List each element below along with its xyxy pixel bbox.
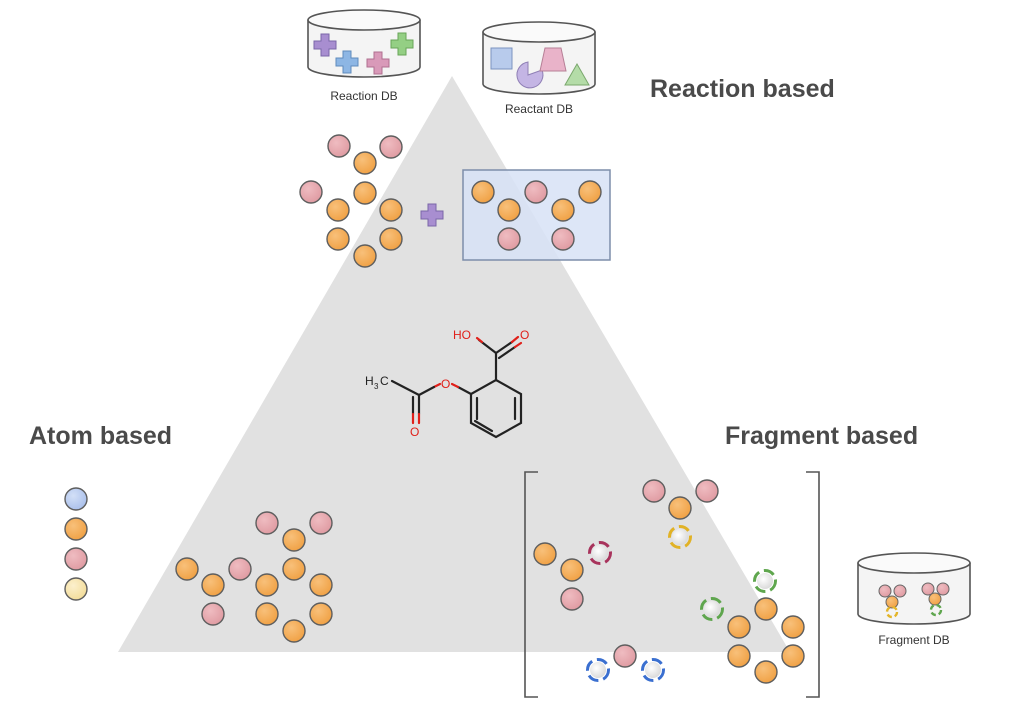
atom-icon	[727, 644, 751, 668]
reactant-db: Reactant DB	[482, 21, 596, 116]
atom-icon	[497, 198, 521, 222]
reaction-db-label: Reaction DB	[330, 89, 397, 103]
attachment-point-icon	[700, 597, 724, 621]
atom-icon	[228, 557, 252, 581]
atom-icon	[885, 595, 899, 609]
reaction-based-label: Reaction based	[650, 75, 835, 103]
fragment-db: Fragment DB	[857, 552, 971, 647]
plus-icon	[420, 203, 444, 227]
triangle-icon	[564, 62, 590, 86]
atom-icon	[282, 619, 306, 643]
atom-icon	[309, 511, 333, 535]
atom-icon	[379, 227, 403, 251]
atom-icon	[282, 528, 306, 552]
plus-icon	[335, 50, 359, 74]
fragment-based-label: Fragment based	[725, 422, 918, 450]
hydroxyl-label: HO	[453, 328, 471, 342]
atom-icon	[282, 557, 306, 581]
fragment-bracket-right	[806, 471, 820, 698]
ester-carbonyl-oxygen-label: O	[410, 425, 419, 439]
atom-icon	[695, 479, 719, 503]
methyl-subscript-label: 3	[374, 382, 379, 391]
atom-icon	[64, 577, 88, 601]
methyl-c-label: C	[380, 374, 389, 388]
square-icon	[490, 47, 513, 70]
atom-icon	[533, 542, 557, 566]
fragment-bracket-left	[524, 471, 538, 698]
plus-icon	[390, 32, 414, 56]
atom-icon	[353, 181, 377, 205]
pacman-icon	[516, 61, 544, 89]
atom-icon	[299, 180, 323, 204]
atom-icon	[928, 592, 942, 606]
aspirin-structure: HO O O O H 3 C	[365, 328, 529, 439]
atom-icon	[64, 547, 88, 571]
atom-icon	[560, 587, 584, 611]
atom-icon	[613, 644, 637, 668]
atom-icon	[353, 244, 377, 268]
atom-icon	[379, 198, 403, 222]
attachment-point-icon	[588, 541, 612, 565]
atom-icon	[255, 602, 279, 626]
atom-icon	[379, 135, 403, 159]
trapezoid-icon	[539, 47, 567, 72]
atom-icon	[201, 573, 225, 597]
atom-icon	[255, 511, 279, 535]
atom-icon	[551, 198, 575, 222]
design-space-triangle	[118, 76, 790, 652]
atom-icon	[936, 582, 950, 596]
atom-icon	[781, 615, 805, 639]
plus-icon	[366, 51, 390, 75]
attachment-point-icon	[929, 603, 943, 617]
atom-icon	[524, 180, 548, 204]
attachment-point-icon	[753, 569, 777, 593]
atom-icon	[878, 584, 892, 598]
atom-icon	[471, 180, 495, 204]
atom-icon	[754, 597, 778, 621]
reactant-db-label: Reactant DB	[505, 102, 573, 116]
database-icon	[857, 563, 971, 625]
acid-carbonyl-oxygen-label: O	[520, 328, 529, 342]
atom-icon	[64, 487, 88, 511]
atom-icon	[309, 573, 333, 597]
plus-icon	[313, 33, 337, 57]
atom-icon	[309, 602, 333, 626]
atom-icon	[327, 134, 351, 158]
atom-icon	[175, 557, 199, 581]
atom-icon	[255, 573, 279, 597]
atom-icon	[560, 558, 584, 582]
atom-icon	[551, 227, 575, 251]
atom-icon	[893, 584, 907, 598]
fragment-db-label: Fragment DB	[878, 633, 949, 647]
atom-layer	[64, 134, 805, 684]
reaction-db: Reaction DB	[307, 9, 421, 103]
atom-icon	[326, 227, 350, 251]
atom-based-label: Atom based	[29, 422, 172, 450]
atom-icon	[781, 644, 805, 668]
methyl-h-label: H	[365, 374, 374, 388]
atom-icon	[642, 479, 666, 503]
attachment-point-icon	[885, 605, 899, 619]
attachment-point-icon	[668, 525, 692, 549]
attachment-point-icon	[586, 658, 610, 682]
atom-icon	[64, 517, 88, 541]
database-icon	[482, 32, 596, 95]
ester-oxygen-label: O	[441, 377, 450, 391]
atom-icon	[668, 496, 692, 520]
attachment-point-icon	[641, 658, 665, 682]
atom-icon	[754, 660, 778, 684]
atom-icon	[497, 227, 521, 251]
atom-icon	[921, 582, 935, 596]
atom-icon	[326, 198, 350, 222]
atom-icon	[578, 180, 602, 204]
atom-icon	[727, 615, 751, 639]
atom-icon	[201, 602, 225, 626]
atom-icon	[353, 151, 377, 175]
